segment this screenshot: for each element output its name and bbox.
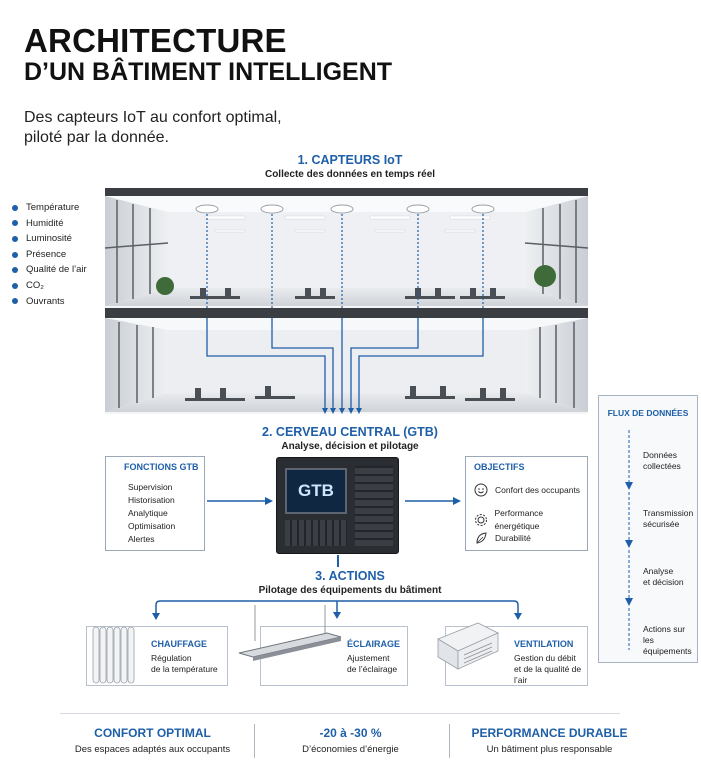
distribution-arrows xyxy=(152,600,522,620)
objective-item: Confort des occupants xyxy=(474,483,580,497)
function-item: Optimisation xyxy=(128,521,176,531)
sensor-list: Température Humidité Luminosité Présence… xyxy=(12,200,87,309)
equipment-title: ÉCLAIRAGE xyxy=(347,639,401,649)
gtb-controller: GTB xyxy=(276,457,399,554)
sensor-item: Luminosité xyxy=(12,231,87,247)
arrow-right-icon xyxy=(207,497,273,505)
divider xyxy=(449,724,450,758)
sensor-item: Présence xyxy=(12,247,87,263)
equipment-card-heating: CHAUFFAGE Régulation de la température xyxy=(86,626,228,686)
outcome-subtitle: D’économies d’énergie xyxy=(302,744,399,755)
functions-box: FONCTIONS GTB Supervision Historisation … xyxy=(105,456,205,551)
sensor-item: Humidité xyxy=(12,216,87,232)
functions-list: Supervision Historisation Analytique Opt… xyxy=(128,481,175,546)
equipment-card-ventilation: VENTILATION Gestion du débit et de la qu… xyxy=(437,622,588,686)
equipment-desc: Gestion du débit et de la qualité de l’a… xyxy=(514,653,582,685)
bullet-icon xyxy=(12,220,18,227)
data-flow-timeline xyxy=(625,430,633,650)
data-flow-title: FLUX DE DONNÉES xyxy=(607,408,689,418)
function-item: Supervision xyxy=(128,482,173,492)
divider xyxy=(254,724,255,758)
step3-title: 3. ACTIONS xyxy=(315,569,385,583)
objective-item: Performance énergétique xyxy=(474,507,587,533)
outcome-subtitle: Un bâtiment plus responsable xyxy=(486,744,613,755)
outcome-subtitle: Des espaces adaptés aux occupants xyxy=(74,744,231,755)
vent-unit-icon xyxy=(437,622,499,670)
functions-title: FONCTIONS GTB xyxy=(124,462,199,472)
arrow-right-icon xyxy=(405,497,461,505)
bullet-icon xyxy=(12,267,18,274)
function-item: Analytique xyxy=(128,508,168,518)
equipment-title: CHAUFFAGE xyxy=(151,639,207,649)
equipment-card-lighting: ÉCLAIRAGE Ajustement de l’éclairage xyxy=(238,605,408,686)
equipment-title: VENTILATION xyxy=(514,639,574,649)
objective-item: Durabilité xyxy=(474,531,531,545)
bullet-icon xyxy=(12,298,18,305)
gtb-screen-label: GTB xyxy=(298,481,334,500)
page-subtitle: Des capteurs IoT au confort optimal, pil… xyxy=(24,108,324,148)
equipment-desc: Ajustement de l’éclairage xyxy=(347,653,398,674)
sensor-item: Ouvrants xyxy=(12,294,87,310)
outcome-comfort: CONFORT OPTIMAL Des espaces adaptés aux … xyxy=(70,726,235,755)
subtitle-line1: Des capteurs IoT au confort optimal, xyxy=(24,109,282,126)
objectives-box: OBJECTIFS Confort des occupants Performa… xyxy=(465,456,588,551)
subtitle-line2: piloté par la donnée. xyxy=(24,129,169,146)
smiley-icon xyxy=(474,483,488,497)
page-title-line2: D’UN BÂTIMENT INTELLIGENT xyxy=(24,58,393,86)
leaf-icon xyxy=(476,532,487,544)
gtb-screen: GTB xyxy=(285,468,347,514)
outcome-savings: -20 à -30 % D’économies d’énergie xyxy=(268,726,433,755)
ceiling-light-icon xyxy=(238,605,342,661)
terminal-block xyxy=(285,520,347,546)
step3-subtitle: Pilotage des équipements du bâtiment xyxy=(258,585,442,596)
page-title: ARCHITECTURE xyxy=(24,22,287,59)
function-item: Historisation xyxy=(128,495,175,505)
radiator-icon xyxy=(92,626,135,684)
objectives-title: OBJECTIFS xyxy=(474,462,525,472)
divider xyxy=(60,713,620,714)
building-cutaway-illustration xyxy=(105,188,588,414)
gear-icon xyxy=(475,514,487,526)
sensor-item: Qualité de l’air xyxy=(12,262,87,278)
outcome-title: PERFORMANCE DURABLE xyxy=(471,726,628,740)
sensor-item: Température xyxy=(12,200,87,216)
step2-subtitle: Analyse, décision et pilotage xyxy=(281,441,419,452)
step1-title: 1. CAPTEURS IoT xyxy=(297,153,403,167)
io-modules xyxy=(355,466,393,546)
function-item: Alertes xyxy=(128,534,155,544)
connector-line xyxy=(337,555,339,567)
outcome-durable: PERFORMANCE DURABLE Un bâtiment plus res… xyxy=(462,726,637,755)
outcome-title: CONFORT OPTIMAL xyxy=(94,726,211,740)
bullet-icon xyxy=(12,204,18,211)
bullet-icon xyxy=(12,235,18,242)
bullet-icon xyxy=(12,251,18,258)
outcome-title: -20 à -30 % xyxy=(319,726,382,740)
step2-title: 2. CERVEAU CENTRAL (GTB) xyxy=(262,425,438,439)
sensor-item: CO₂ xyxy=(12,278,87,294)
step1-subtitle: Collecte des données en temps réel xyxy=(264,169,436,180)
equipment-desc: Régulation de la température xyxy=(151,653,218,674)
bullet-icon xyxy=(12,282,18,289)
